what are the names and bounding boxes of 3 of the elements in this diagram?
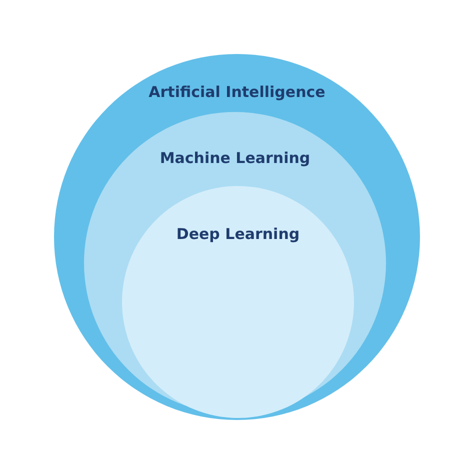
circle-label: Artificial Intelligence bbox=[148, 83, 326, 101]
circle-label: Deep Learning bbox=[176, 225, 300, 243]
circle-label: Machine Learning bbox=[160, 149, 310, 167]
